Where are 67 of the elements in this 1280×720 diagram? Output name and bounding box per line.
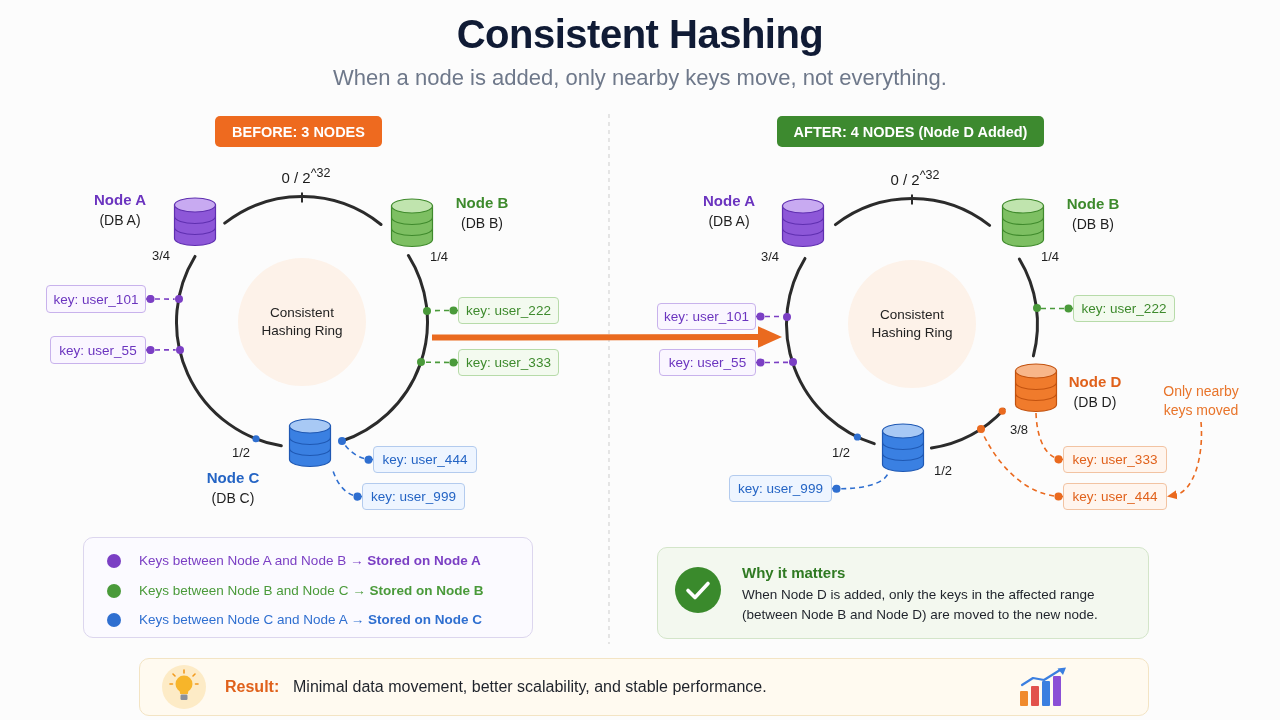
node-subtitle: (DB B) <box>461 214 503 233</box>
title: Consistent Hashing <box>456 11 824 58</box>
panel-heading: Why it matters <box>742 563 846 582</box>
ring-label: Consistent Hashing Ring <box>870 306 954 342</box>
ring-dot-icon <box>174 295 183 304</box>
node-subtitle: (DB A) <box>708 212 750 231</box>
node-title: Node C <box>206 468 260 488</box>
node-title: Node D <box>1068 372 1122 392</box>
dashed-connector <box>1035 412 1064 463</box>
subtitle: When a node is added, only nearby keys move, not everything. <box>333 64 947 92</box>
position-label: 1/2 <box>231 445 251 461</box>
dashed-arrow <box>1167 421 1203 499</box>
ring-label: Consistent Hashing Ring <box>260 304 344 340</box>
node-subtitle: (DB C) <box>211 489 255 508</box>
position-label: 3/4 <box>151 248 171 264</box>
key-tag: key: user_333 <box>458 349 559 376</box>
dashed-connector <box>424 358 459 367</box>
key-tag: key: user_999 <box>729 475 832 502</box>
node-subtitle: (DB A) <box>99 211 141 230</box>
node-title: Node A <box>94 190 146 210</box>
dashed-connector <box>145 294 176 304</box>
key-tag: key: user_222 <box>1073 295 1175 322</box>
position-label: 1/2 <box>933 463 953 479</box>
annotation-text: Only nearby keys moved <box>1158 382 1244 420</box>
legend-text: Keys between Node B and Node C → Stored on Node B <box>139 581 484 600</box>
ring-dot-icon <box>788 358 797 367</box>
dashed-connector <box>755 358 790 367</box>
ring-dot-icon <box>782 312 791 321</box>
node-subtitle: (DB B) <box>1072 215 1114 234</box>
section-banner: BEFORE: 3 NODES <box>215 116 382 147</box>
key-tag: key: user_101 <box>46 285 146 313</box>
position-label: 3/8 <box>1009 422 1029 438</box>
key-tag: key: user_55 <box>659 349 756 376</box>
result-banner <box>139 658 1149 716</box>
key-tag: key: user_222 <box>458 297 559 324</box>
node-title: Node B <box>1066 194 1120 214</box>
dashed-connector <box>343 443 374 464</box>
position-label: 3/4 <box>760 249 780 265</box>
panel-text: When Node D is added, only the keys in the affected range (between Node B and Node D) are moved to the new node. <box>742 586 1099 624</box>
position-label: 1/4 <box>429 249 449 265</box>
section-banner: AFTER: 4 NODES (Node D Added) <box>777 116 1044 147</box>
ring-dot-icon <box>422 306 431 315</box>
ring-dot-icon <box>416 358 425 367</box>
key-tag: key: user_444 <box>373 446 477 473</box>
position-label: 1/2 <box>831 445 851 461</box>
tick-label: 0 / 2$^{^32}$ <box>890 167 940 189</box>
node-subtitle: (DB D) <box>1073 393 1117 412</box>
node-title: Node A <box>703 191 755 211</box>
tick-label: 0 / 2$^{^32}$ <box>281 165 331 187</box>
dashed-connector <box>145 345 177 354</box>
legend-text: Keys between Node C and Node A → Stored on Node C <box>139 611 482 629</box>
key-tag: key: user_101 <box>657 303 756 330</box>
position-label: 1/4 <box>1040 249 1060 265</box>
key-tag: key: user_333 <box>1063 446 1167 473</box>
ring-dot-icon <box>175 345 184 354</box>
result-text: Minimal data movement, better scalability, and stable performance. <box>293 677 767 697</box>
result-label: Result: <box>225 677 280 697</box>
key-tag: key: user_444 <box>1063 483 1167 510</box>
dashed-connector <box>831 472 889 493</box>
legend-text: Keys between Node A and Node B → Stored on Node A <box>139 552 481 570</box>
ring-dot-icon <box>1032 304 1041 313</box>
info-panel <box>657 547 1149 639</box>
key-tag: key: user_999 <box>362 483 465 510</box>
node-title: Node B <box>455 193 509 213</box>
arrow <box>432 326 782 348</box>
key-tag: key: user_55 <box>50 336 146 364</box>
dashed-connector <box>1039 304 1074 313</box>
